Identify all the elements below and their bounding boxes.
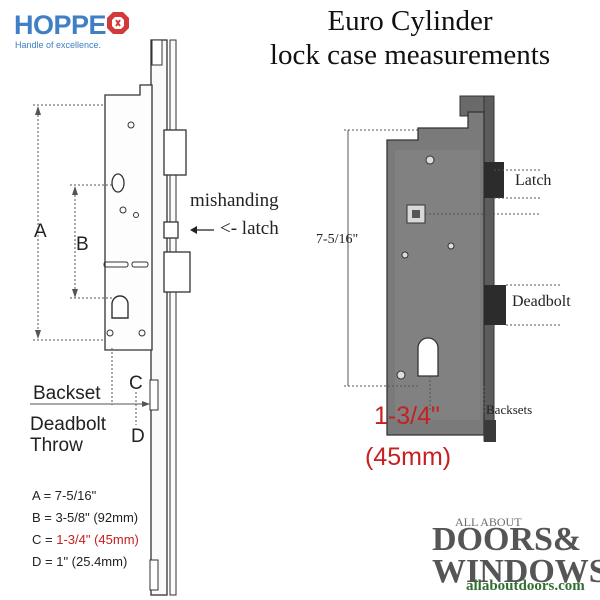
page-title: Euro Cylinder lock case measurements (240, 4, 580, 72)
legend-value: 3-5/8" (92mm) (55, 510, 139, 525)
brand-tagline: Handle of excellence. (15, 40, 102, 50)
watermark-line-1: ALL ABOUT (455, 515, 522, 529)
mishanding-label: mishanding (190, 190, 279, 211)
legend-key: A = (32, 488, 55, 503)
latch-pointer-label: <- latch (220, 218, 279, 240)
legend-row: D = 1" (25.4mm) (32, 551, 139, 573)
legend-value: 7-5/16" (54, 488, 97, 503)
backset-label: Backset (33, 383, 101, 404)
right-deadbolt-label: Deadbolt (512, 293, 571, 310)
watermark-doors: DOORS& (432, 521, 582, 558)
legend-row: B = 3-5/8" (92mm) (32, 507, 139, 529)
right-backset-metric: (45mm) (365, 443, 452, 471)
right-latch-label: Latch (515, 172, 552, 189)
deadbolt-throw-label-2: Throw (30, 435, 83, 456)
title-line-2: lock case measurements (269, 39, 551, 71)
dimension-b-label: B (76, 234, 89, 255)
right-height-label: 7-5/16" (316, 232, 359, 247)
right-backsets-label: Backsets (486, 402, 533, 417)
dimension-a-label: A (34, 221, 47, 242)
measurement-legend: A = 7-5/16"B = 3-5/8" (92mm)C = 1-3/4" (… (32, 485, 139, 573)
hoppe-logo-icon (107, 12, 129, 34)
legend-key: D = (32, 554, 57, 569)
legend-key: C = (32, 532, 57, 547)
dimension-c-label: C (129, 373, 143, 394)
latch-pointer-text: <- latch (220, 218, 279, 239)
title-line-1: Euro Cylinder (327, 5, 493, 37)
dimension-d-label: D (131, 426, 145, 447)
legend-row: A = 7-5/16" (32, 485, 139, 507)
watermark-windows: WINDOWS (432, 553, 600, 590)
brand-logo-text: HOPPE (14, 10, 107, 40)
right-backset-value: 1-3/4" (374, 402, 440, 430)
legend-value: 1-3/4" (45mm) (56, 532, 139, 547)
legend-value: 1" (25.4mm) (56, 554, 128, 569)
legend-row: C = 1-3/4" (45mm) (32, 529, 139, 551)
legend-key: B = (32, 510, 56, 525)
watermark-url: allaboutdoors.com (466, 578, 585, 594)
deadbolt-throw-label-1: Deadbolt (30, 414, 107, 435)
watermark-line-2: DOORS& WINDOWS (432, 521, 600, 590)
